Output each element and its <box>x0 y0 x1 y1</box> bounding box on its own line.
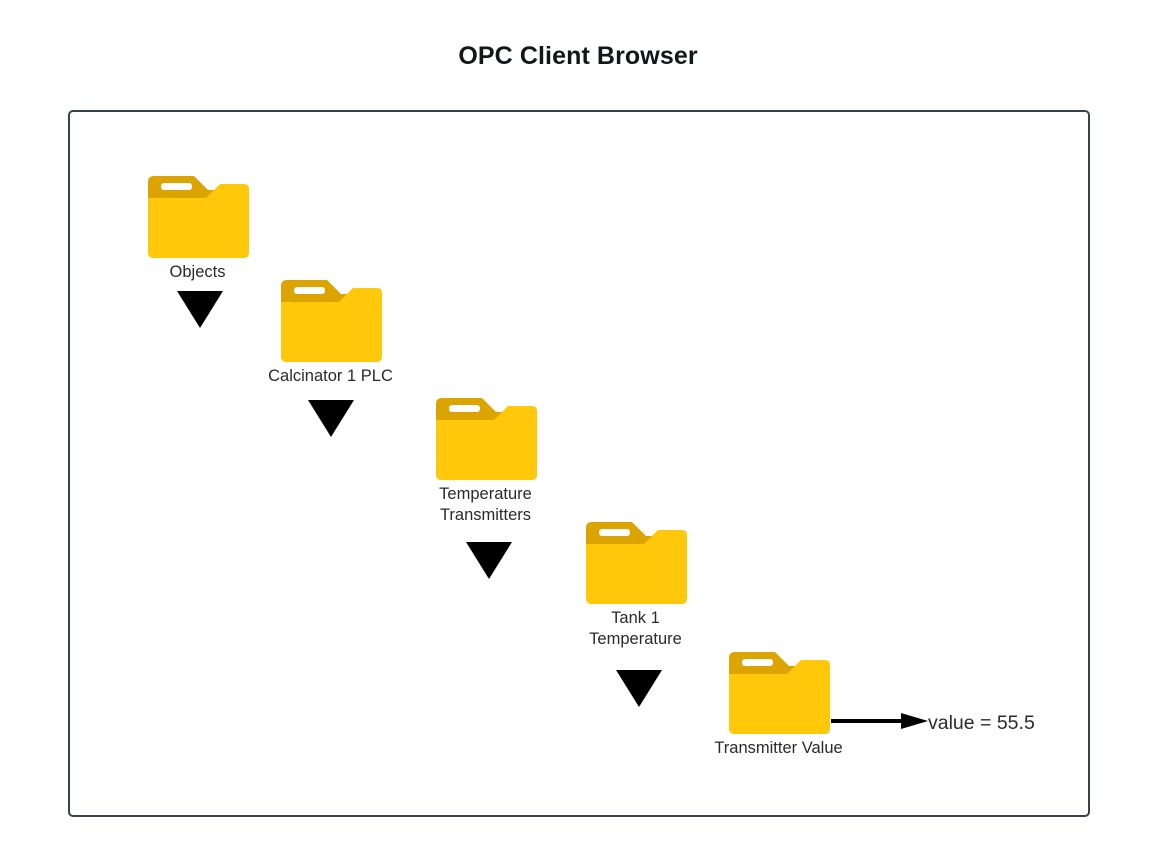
folder-icon <box>278 272 383 364</box>
arrow-right-icon <box>831 713 928 729</box>
node-label: Objects <box>169 263 226 281</box>
node-label: Tank 1 Temperature <box>589 609 682 648</box>
page-title: OPC Client Browser <box>458 42 698 70</box>
folder-icon <box>433 390 538 482</box>
arrow-down-icon <box>616 669 662 707</box>
arrow-down-icon <box>177 290 223 328</box>
folder-icon <box>583 514 688 606</box>
folder-icon <box>726 644 831 736</box>
node-objects[interactable]: Objects <box>145 168 250 281</box>
node-temperature-transmitters[interactable]: Temperature Transmitters <box>433 390 538 524</box>
node-tank-1-temperature[interactable]: Tank 1 Temperature <box>583 514 688 648</box>
folder-icon <box>145 168 250 260</box>
node-transmitter-value[interactable]: Transmitter Value <box>714 644 843 757</box>
node-label: Temperature Transmitters <box>439 485 532 524</box>
arrow-down-icon <box>308 399 354 437</box>
node-calcinator-1-plc[interactable]: Calcinator 1 PLC <box>268 272 393 385</box>
arrow-down-icon <box>466 541 512 579</box>
value-readout-text: value = 55.5 <box>928 712 1035 734</box>
node-label: Transmitter Value <box>714 739 843 757</box>
node-label: Calcinator 1 PLC <box>268 367 393 385</box>
